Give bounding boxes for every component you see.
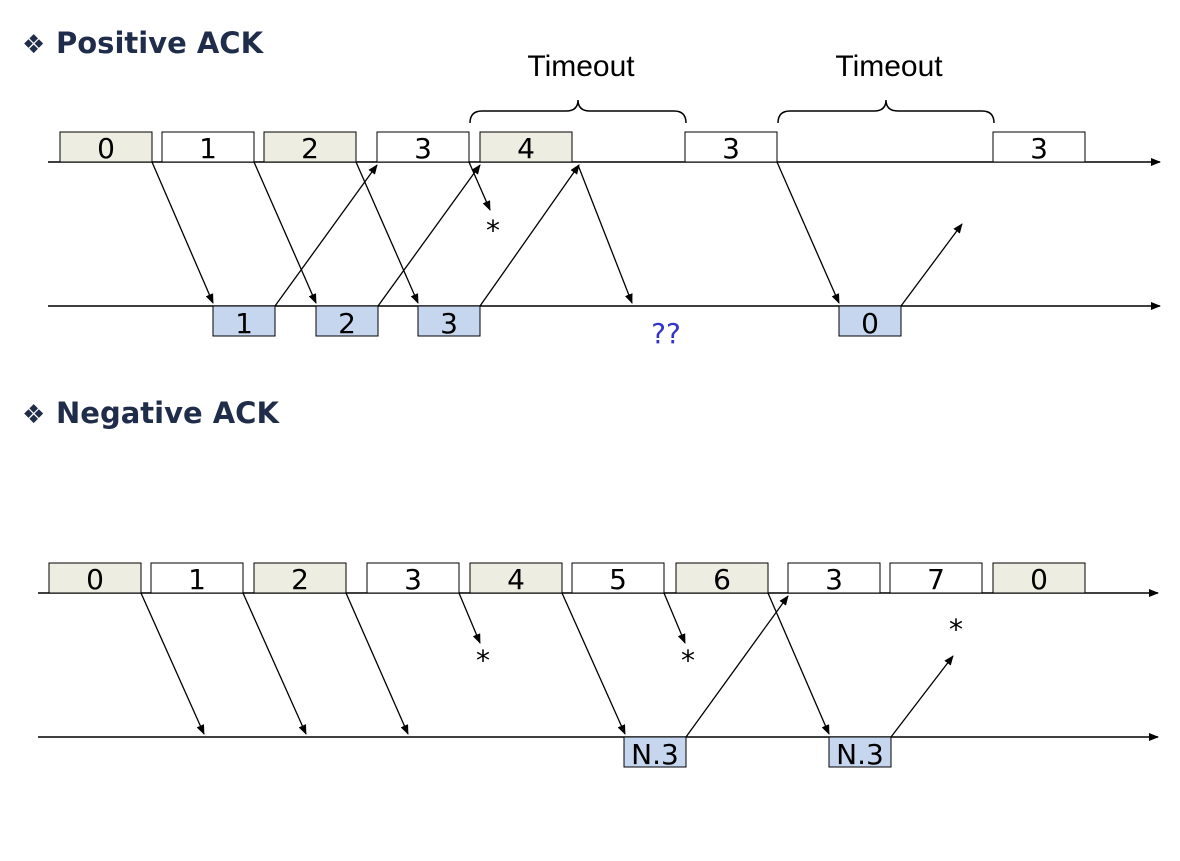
frame-label: 2 <box>301 132 319 165</box>
ack-label: 0 <box>861 307 879 340</box>
sender-frame: 4 <box>479 131 573 165</box>
transmission-arrow <box>345 592 409 735</box>
transmission-arrow <box>253 161 317 304</box>
frame-label: 7 <box>927 563 945 596</box>
lost-marker: * <box>476 644 490 677</box>
negative-ack-section: ❖ Negative ACK 0 1 2 3 4 5 <box>22 396 1159 771</box>
ack-frame: 0 <box>838 305 902 340</box>
sender-frame: 6 <box>675 562 769 596</box>
frame-label: 1 <box>188 563 206 596</box>
sender-frame: 5 <box>571 562 665 596</box>
sender-frame: 2 <box>263 131 357 165</box>
sender-frame: 3 <box>684 131 778 165</box>
ack-arrow <box>274 164 378 307</box>
nak-label: N.3 <box>631 738 679 771</box>
frame-label: 3 <box>1030 132 1048 165</box>
frame-label: 3 <box>414 132 432 165</box>
ack-frame: 2 <box>315 305 379 340</box>
nak-arrow <box>685 595 789 738</box>
transmission-arrow <box>151 161 214 304</box>
lost-marker: * <box>949 613 963 646</box>
timeout-label: Timeout <box>527 50 635 83</box>
ack-label: 1 <box>235 307 253 340</box>
positive-ack-section: ❖ Positive ACK Timeout Timeout 0 1 2 <box>22 26 1161 350</box>
diamond-four-icon: ❖ <box>22 400 45 430</box>
frame-label: 5 <box>609 563 627 596</box>
positive-ack-heading: Positive ACK <box>56 26 265 60</box>
transmission-arrow <box>776 161 840 304</box>
frame-label: 4 <box>517 132 535 165</box>
transmission-arrow <box>355 161 419 304</box>
sender-frame: 3 <box>376 131 470 165</box>
sender-frame: 7 <box>889 562 983 596</box>
lost-frame-arrow <box>468 161 491 211</box>
sender-frame: 2 <box>253 562 347 596</box>
frame-label: 6 <box>713 563 731 596</box>
transmission-arrow <box>577 164 633 304</box>
ack-label: 3 <box>440 307 458 340</box>
lost-frame-arrow <box>663 592 686 644</box>
sender-frame: 1 <box>161 131 255 165</box>
ack-label: 2 <box>338 307 356 340</box>
frame-label: 2 <box>291 563 309 596</box>
ack-arrow <box>377 164 481 307</box>
sender-frame: 1 <box>150 562 244 596</box>
timeout-brace: Timeout <box>777 50 995 124</box>
sender-frame: 3 <box>366 562 460 596</box>
transmission-arrow <box>242 592 307 735</box>
lost-nak-arrow <box>890 655 954 738</box>
ack-frame: 3 <box>417 305 481 340</box>
question-marker: ?? <box>651 317 681 350</box>
sender-frame: 3 <box>787 562 881 596</box>
negative-ack-heading: Negative ACK <box>56 396 280 430</box>
frame-label: 0 <box>1030 563 1048 596</box>
frame-label: 3 <box>722 132 740 165</box>
lost-frame-arrow <box>458 592 481 644</box>
frame-label: 3 <box>404 563 422 596</box>
nak-frame: N.3 <box>623 736 687 771</box>
lost-marker: * <box>681 644 695 677</box>
frame-label: 4 <box>507 563 525 596</box>
ack-frame: 1 <box>212 305 276 340</box>
frame-label: 0 <box>97 132 115 165</box>
transmission-arrow <box>140 592 205 735</box>
sender-frame: 0 <box>992 562 1086 596</box>
sender-frame: 0 <box>48 562 142 596</box>
ack-arrow <box>479 164 580 307</box>
timeout-label: Timeout <box>835 50 943 83</box>
sender-frame: 3 <box>992 131 1086 165</box>
frame-label: 0 <box>86 563 104 596</box>
sender-frame: 0 <box>59 131 153 165</box>
nak-frame: N.3 <box>828 736 892 771</box>
transmission-arrow <box>561 592 626 735</box>
nak-label: N.3 <box>836 738 884 771</box>
frame-label: 1 <box>199 132 217 165</box>
diamond-four-icon: ❖ <box>22 30 45 60</box>
transmission-arrow <box>767 592 830 735</box>
lost-marker: * <box>486 214 500 247</box>
frame-label: 3 <box>825 563 843 596</box>
lost-ack-arrow <box>900 223 963 307</box>
timeout-brace: Timeout <box>469 50 687 124</box>
sender-frame: 4 <box>469 562 563 596</box>
